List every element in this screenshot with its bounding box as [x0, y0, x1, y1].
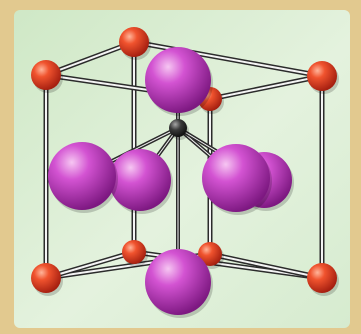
- center-atom: [169, 119, 187, 137]
- corner-atom-bbl: [122, 240, 146, 264]
- corner-atom-fbr: [198, 242, 222, 266]
- corner-atom-btr: [307, 61, 337, 91]
- cube-edge-btl-btr-highlight: [133, 41, 323, 77]
- cube-edge-ftr-btr-highlight: [209, 75, 323, 100]
- face-atom-bottom: [145, 249, 211, 315]
- face-atom-top: [145, 47, 211, 113]
- lattice-atoms: [31, 27, 339, 318]
- cube-edge-fbr-bbr-highlight: [209, 253, 323, 279]
- corner-atom-btl: [119, 27, 149, 57]
- face-atom-left-a: [48, 142, 116, 210]
- face-atom-right-a: [202, 144, 270, 212]
- cube-edge-ftl-btl-highlight: [45, 41, 135, 76]
- face-atom-left-b: [109, 149, 171, 211]
- cube-edge-fbl-bbl-highlight: [45, 251, 135, 279]
- corner-atom-bbr: [307, 263, 337, 293]
- corner-atom-ftl: [31, 60, 61, 90]
- corner-atom-fbl: [31, 263, 61, 293]
